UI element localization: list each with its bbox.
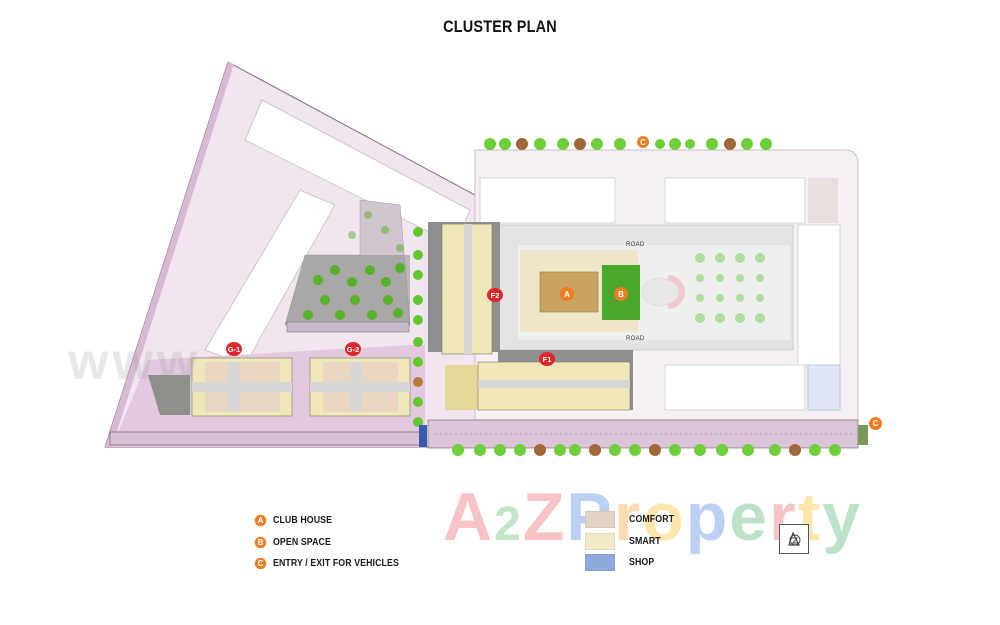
legend-label: COMFORT: [629, 514, 675, 526]
building-label-g1: G-1: [226, 342, 242, 356]
club-house-marker: A: [560, 287, 574, 301]
building-label-g2: G-2: [345, 342, 361, 356]
legend-label: ENTRY / EXIT FOR VEHICLES: [273, 558, 399, 570]
building-label-f2: F2: [487, 288, 503, 302]
north-arrow-icon: [779, 524, 809, 554]
left-site-band: [105, 62, 234, 447]
watermark-www: www: [68, 333, 202, 391]
legend-item-smart: SMART: [585, 531, 680, 553]
legend-label: CLUB HOUSE: [273, 515, 333, 527]
legend-label: SHOP: [629, 557, 655, 569]
building-g1: [191, 357, 293, 417]
comfort-swatch: [585, 511, 615, 529]
legend-item-entry-exit: C ENTRY / EXIT FOR VEHICLES: [255, 553, 416, 575]
open-space-marker: B: [614, 287, 628, 301]
smart-swatch: [585, 532, 615, 550]
legend-item-comfort: COMFORT: [585, 509, 680, 531]
shop-swatch: [585, 554, 615, 572]
road-label-top: ROAD: [626, 242, 645, 248]
legend-item-club-house: A CLUB HOUSE: [255, 510, 416, 532]
marker-a-icon: A: [255, 515, 266, 527]
legend-label: SMART: [629, 535, 661, 547]
legend-item-open-space: B OPEN SPACE: [255, 532, 416, 554]
legend-item-shop: SHOP: [585, 552, 680, 574]
legend-label: OPEN SPACE: [273, 536, 331, 548]
marker-b-icon: B: [255, 536, 266, 548]
entry-exit-marker-right: C: [869, 417, 882, 430]
road-label-bottom: ROAD: [626, 336, 645, 342]
page-title: CLUSTER PLAN: [443, 17, 557, 36]
building-label-f1: F1: [539, 352, 555, 366]
building-f2: [441, 223, 493, 355]
entry-exit-marker-top: C: [637, 136, 649, 148]
building-f1: [477, 361, 631, 411]
legend-unit-types: COMFORT SMART SHOP: [585, 509, 680, 574]
legend-markers: A CLUB HOUSE B OPEN SPACE C ENTRY / EXIT…: [255, 510, 416, 575]
building-g2: [309, 357, 411, 417]
marker-c-icon: C: [255, 558, 266, 570]
